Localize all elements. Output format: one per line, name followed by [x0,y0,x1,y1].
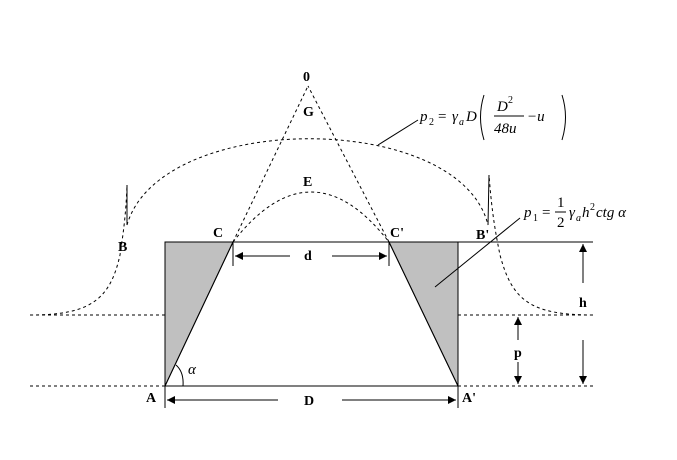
label-A-prime: A' [462,391,476,406]
label-G: G [303,105,314,120]
label-E: E [303,175,312,190]
p1-h-exp: 2 [590,202,595,213]
leader-p2 [377,119,419,146]
formula-p1: p 1 = 1 2 γ a h 2 ctg α [523,195,627,231]
label-B: B [118,240,127,255]
p2-paren-left [480,94,485,141]
p2-gamma-sub: a [459,117,464,128]
label-alpha: α [188,362,197,378]
p2-D: D [465,109,477,125]
p2-subscript: 2 [429,117,434,128]
p2-equals: = [438,109,446,125]
label-B-prime: B' [476,228,489,243]
h-arrowhead-bottom [579,376,587,384]
h-arrowhead-top [579,244,587,252]
outer-arch-G [126,138,489,226]
d-arrowhead-right [379,252,387,260]
p1-gamma: γ [569,205,576,221]
p1-frac-num: 1 [557,195,565,211]
label-A: A [146,391,157,406]
label-C-prime: C' [390,226,404,241]
p2-num-D: D [496,99,508,115]
p1-symbol: p [523,205,532,221]
D-arrowhead-left [167,396,175,404]
p-arrowhead-bottom [514,376,522,384]
label-C: C [213,226,223,241]
p1-subscript: 1 [533,213,538,224]
apex-line-left [232,85,309,243]
p2-paren-right [561,94,566,141]
inner-arch-E [232,191,390,243]
label-D: D [304,394,314,409]
p-arrowhead-top [514,317,522,325]
p1-frac-den: 2 [557,215,565,231]
apex-line-right [307,85,390,243]
right-spike [487,174,490,226]
formula-p2: p 2 = γ a D D 2 48u −u [419,94,566,141]
right-pressure-tail [488,174,594,316]
slope-right [388,241,459,387]
label-d: d [304,249,312,264]
p1-equals: = [542,205,550,221]
label-h: h [579,296,587,311]
leader-p1 [434,217,521,288]
p1-gamma-sub: a [576,213,581,224]
p2-gamma: γ [452,109,459,125]
p2-minus-u: −u [527,109,545,125]
D-arrowhead-right [448,396,456,404]
p2-symbol: p [419,109,428,125]
p2-num-exp: 2 [508,95,513,106]
label-p: p [514,346,522,361]
left-pressure-tail [29,184,128,316]
p1-h: h [582,205,590,221]
alpha-arc [175,364,184,387]
d-arrowhead-left [235,252,243,260]
slope-left [164,241,234,387]
p1-ctg-alpha: ctg α [596,205,627,221]
label-O: 0 [303,70,310,85]
p2-denominator: 48u [494,121,517,137]
